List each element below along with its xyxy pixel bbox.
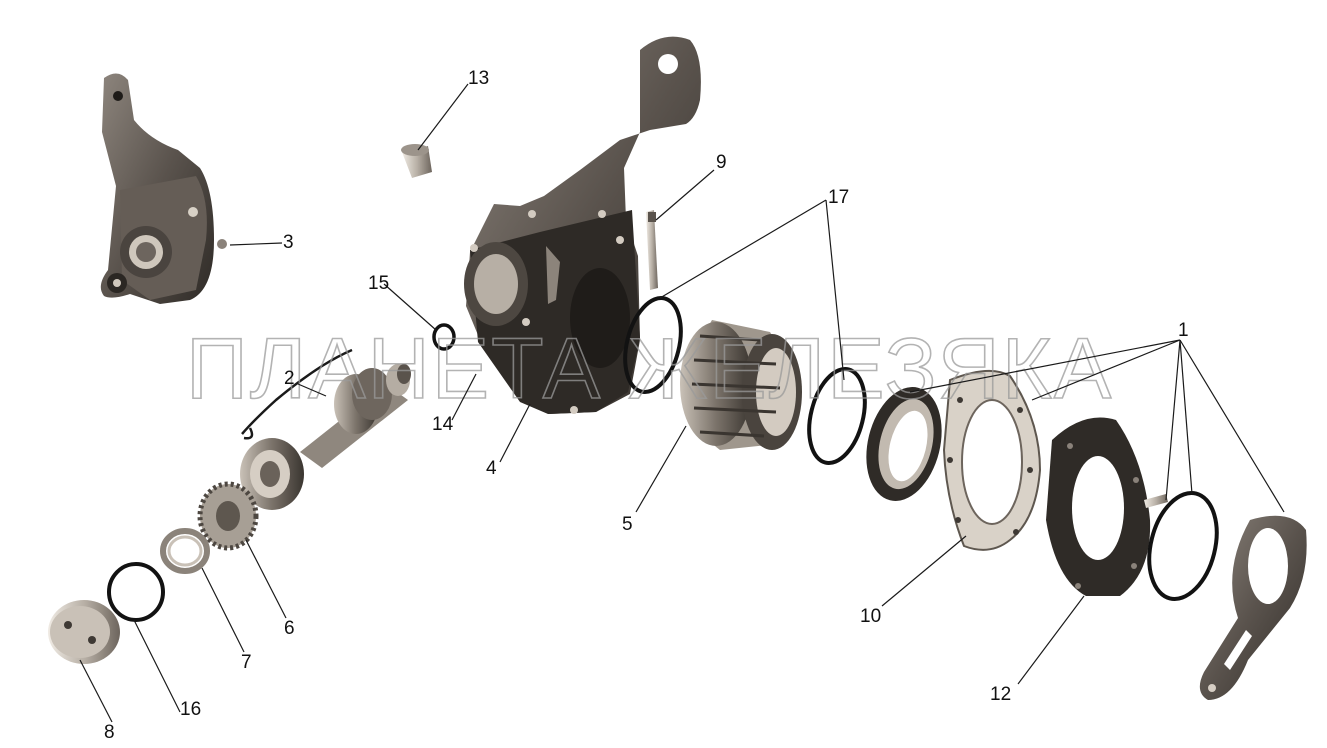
- callout-6: 6: [284, 618, 295, 639]
- lever-part-1d: [1199, 515, 1307, 700]
- callout-2: 2: [284, 368, 295, 389]
- callout-1: 1: [1178, 320, 1189, 341]
- callout-7: 7: [241, 652, 252, 673]
- callout-16: 16: [180, 699, 201, 720]
- gear-part-6: [197, 438, 304, 551]
- callout-10: 10: [860, 606, 881, 627]
- slack-adjuster-part-3: [100, 73, 227, 304]
- watermark-text: ПЛАНЕТА ЖЕЛЕЗЯКА: [186, 321, 1113, 417]
- callout-12: 12: [990, 684, 1011, 705]
- gasket-part-10: [942, 369, 1042, 551]
- bolt-part-1b: [1144, 494, 1168, 508]
- seal-ring-part-1a: [866, 387, 942, 501]
- o-ring-part-16: [107, 562, 165, 622]
- needle-bearing-part-5: [680, 320, 802, 450]
- callout-14: 14: [432, 414, 454, 435]
- housing-part-4: [464, 36, 701, 415]
- plug-part-13: [401, 144, 432, 178]
- worm-shaft: [300, 364, 411, 468]
- o-ring-part-17a: [623, 296, 683, 394]
- pin-part-9: [646, 210, 658, 290]
- cap-part-8: [48, 600, 120, 664]
- callout-13: 13: [468, 68, 489, 89]
- callout-15: 15: [368, 273, 389, 294]
- o-ring-part-15: [432, 323, 456, 351]
- callout-5: 5: [622, 514, 633, 535]
- callout-17: 17: [828, 187, 849, 208]
- callout-labels: 13 3 15 9 17 2 14 4 5 1 6 7 10 12 16 8: [104, 68, 1189, 743]
- spring-part-7: [160, 528, 210, 574]
- callout-3: 3: [283, 232, 294, 253]
- o-ring-part-1c: [1147, 491, 1219, 601]
- o-ring-part-17b: [807, 367, 867, 465]
- leader-lines: [79, 83, 1285, 723]
- callout-8: 8: [104, 722, 115, 743]
- callout-9: 9: [716, 152, 727, 173]
- callout-4: 4: [486, 458, 497, 479]
- flange-part-12: [1046, 417, 1151, 596]
- wire-clip-part-2: [241, 348, 353, 440]
